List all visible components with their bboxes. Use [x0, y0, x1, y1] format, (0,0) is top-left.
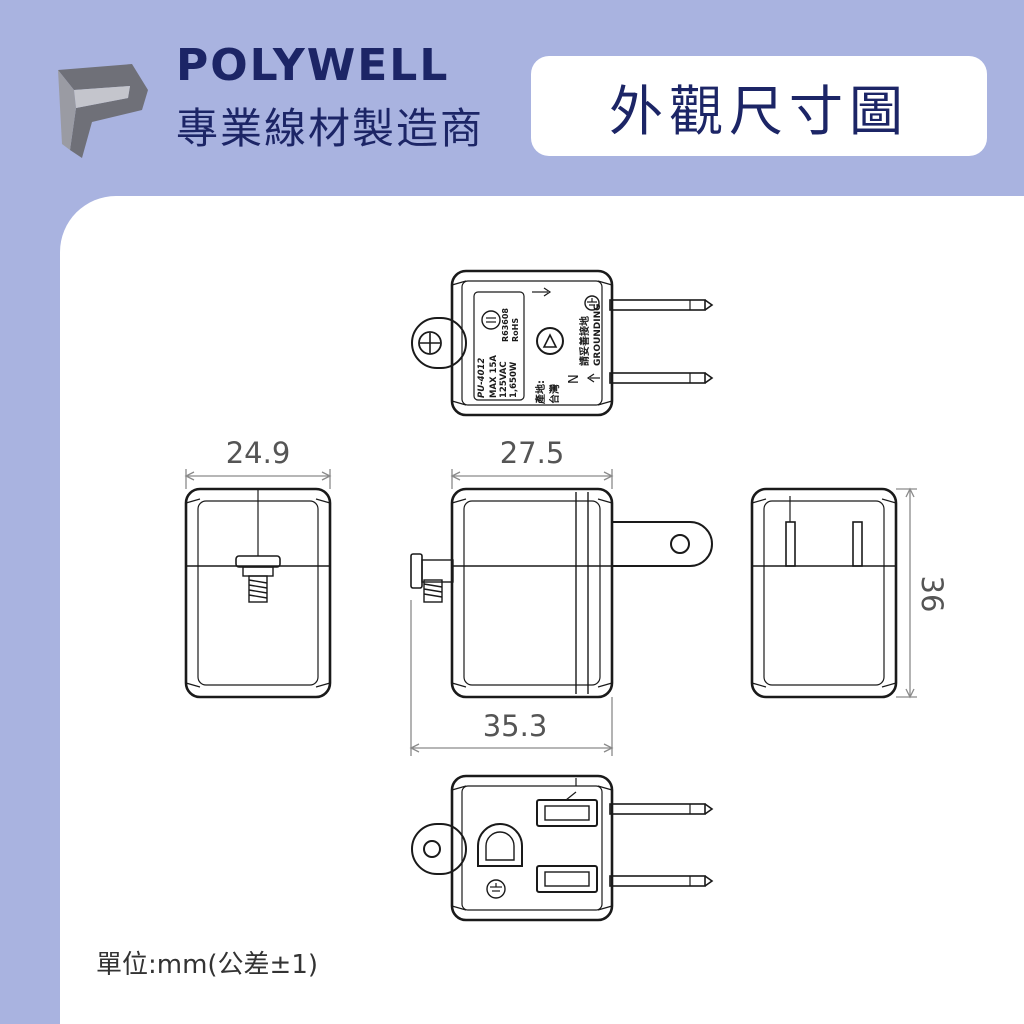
- side-view-screw-thread-icon: [248, 575, 268, 603]
- page-title: 外觀尺寸圖: [609, 79, 909, 143]
- front-view-prong-hole: [670, 534, 690, 554]
- label-rating-voltage: 125VAC: [499, 361, 509, 398]
- dimension-width-front: 27.5: [500, 436, 565, 470]
- label-rohs: RoHS: [511, 318, 520, 342]
- front-view-prong: [612, 521, 713, 567]
- bottom-view-body-outer: [450, 774, 614, 922]
- dimension-depth-total: 35.3: [483, 709, 548, 743]
- front-view-screw-thread-icon: [423, 579, 443, 603]
- bottom-ground-symbol-icon: [486, 879, 506, 899]
- brand-tagline: 專業線材製造商: [176, 104, 485, 153]
- rear-view: [750, 487, 898, 699]
- rear-view-prong-left: [785, 521, 796, 567]
- socket-slot-lower: [536, 865, 598, 893]
- bottom-view-ground-tab: [411, 823, 467, 875]
- bottom-view-prong-lower: [609, 875, 706, 887]
- drawing-panel: [60, 196, 1024, 1024]
- label-origin: 產地:: [534, 380, 547, 405]
- polywell-p-logo-icon: [58, 64, 148, 158]
- title-badge: 外觀尺寸圖: [531, 56, 987, 156]
- top-view-prong-upper: [609, 299, 706, 311]
- label-cert: R63608: [501, 308, 510, 342]
- label-ground-en: GROUNDING: [593, 303, 603, 366]
- ground-socket-icon: [477, 823, 523, 867]
- brand-name: POLYWELL: [176, 40, 450, 91]
- safety-mark-icon: [536, 327, 564, 355]
- top-view-prong-lower: [609, 372, 706, 384]
- front-view-screw-head: [410, 553, 423, 589]
- label-origin-country: 台灣: [548, 384, 561, 404]
- top-view: [411, 269, 714, 417]
- top-view-body-outer: [450, 269, 614, 417]
- socket-slot-upper: [536, 799, 598, 827]
- side-view: [184, 487, 332, 699]
- label-neutral: N: [567, 374, 582, 384]
- ground-symbol-icon: [584, 295, 600, 311]
- rear-view-prong-right: [852, 521, 863, 567]
- unit-note: 單位:mm(公差±1): [96, 950, 319, 980]
- cert-mark-icon: [481, 310, 501, 330]
- label-rating-current: MAX 15A: [489, 355, 499, 398]
- label-rating-power: 1,650W: [509, 361, 519, 398]
- front-view: [410, 487, 713, 699]
- label-ground-note: 請妥善接地: [578, 316, 591, 366]
- dimension-width-side: 24.9: [226, 436, 291, 470]
- rear-view-body-outer: [750, 487, 898, 699]
- label-model: PU-4012: [477, 358, 487, 398]
- bottom-view-prong-upper: [609, 803, 706, 815]
- front-view-body-outer: [450, 487, 614, 699]
- bottom-view: [411, 774, 714, 922]
- dimension-lines: [184, 469, 917, 756]
- top-view-ground-tab: [411, 317, 467, 369]
- top-view-label-box: [473, 291, 525, 401]
- dimension-height: 36: [915, 576, 949, 613]
